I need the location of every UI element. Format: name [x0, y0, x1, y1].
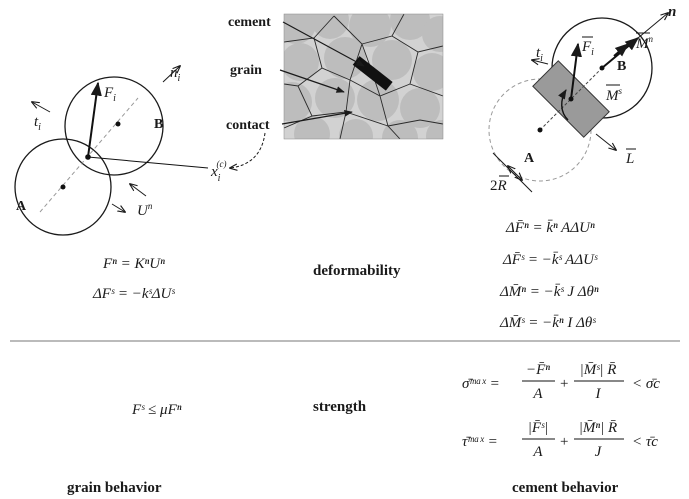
- grain-eq-1: Fⁿ = KⁿUⁿ: [102, 256, 165, 272]
- svg-text:|M̄ⁿ| R̄: |M̄ⁿ| R̄: [579, 420, 617, 436]
- svg-text:|M̄ˢ| R̄: |M̄ˢ| R̄: [580, 362, 617, 378]
- moment-n-label: Mn: [635, 34, 654, 52]
- cement-label: cement: [228, 15, 271, 30]
- contact-point-label: xi(c): [210, 159, 226, 184]
- contact-force-arrow: [87, 81, 102, 158]
- bond-force-arrow: [570, 42, 582, 100]
- length-label: L: [625, 151, 634, 167]
- moment-s-label: Ms: [605, 86, 623, 104]
- ball-b-label: B: [617, 59, 626, 74]
- svg-text:σ̄ᵐᵃˣ =: σ̄ᵐᵃˣ =: [462, 376, 500, 392]
- svg-text:< σ̄c: < σ̄c: [632, 376, 660, 392]
- radius-label: 2R: [490, 178, 507, 194]
- ball-a-label: A: [16, 199, 27, 214]
- force-label: Fi: [103, 85, 116, 104]
- disp-label: Un: [137, 201, 153, 219]
- ball-a: [14, 138, 112, 236]
- normal-label: n: [668, 4, 676, 20]
- cement-contact-diagram: A B n ti Fi Mn Ms L 2R: [488, 4, 676, 194]
- grain-eq-2: ΔFˢ = −kˢΔUˢ: [92, 286, 175, 302]
- svg-text:−F̄ⁿ: −F̄ⁿ: [526, 362, 550, 378]
- sigma-max-criterion: σ̄ᵐᵃˣ = −F̄ⁿ A + |M̄ˢ| R̄ I < σ̄c: [462, 362, 660, 402]
- ball-b-label: B: [154, 117, 163, 132]
- cement-eq-3: ΔM̄ⁿ = −k̄ˢ J Δθⁿ: [499, 284, 599, 300]
- micro-labels: cement grain contact: [226, 15, 365, 168]
- svg-text:+: +: [560, 434, 568, 450]
- svg-text:A: A: [532, 386, 543, 402]
- cement-eq-2: ΔF̄ˢ = −k̄ˢ AΔUˢ: [502, 252, 598, 268]
- svg-text:+: +: [560, 376, 568, 392]
- deformability-label: deformability: [313, 263, 401, 279]
- force-label: Fi: [581, 39, 594, 58]
- tangent-label: ti: [536, 45, 543, 64]
- grain-label: grain: [230, 63, 262, 78]
- svg-text:I: I: [595, 386, 602, 402]
- cement-eq-4: ΔM̄ˢ = −k̄ⁿ I Δθˢ: [499, 315, 596, 331]
- grain-contact-diagram: A B Fi ni ti xi(c) Un: [14, 65, 226, 236]
- cement-deformability-equations: ΔF̄ⁿ = k̄ⁿ AΔUⁿ ΔF̄ˢ = −k̄ˢ AΔUˢ ΔM̄ⁿ = …: [499, 220, 599, 331]
- strength-label: strength: [313, 399, 367, 415]
- grain-behavior-footer: grain behavior: [67, 480, 162, 496]
- svg-text:A: A: [532, 444, 543, 460]
- contact-label: contact: [226, 118, 270, 133]
- tau-max-criterion: τ̄ᵐᵃˣ = |F̄ˢ| A + |M̄ⁿ| R̄ J < τ̄c: [462, 420, 658, 460]
- tangent-label: ti: [34, 114, 41, 133]
- normal-label: ni: [170, 65, 181, 84]
- grain-strength-eq: Fˢ ≤ μFⁿ: [131, 402, 182, 418]
- ball-a-label: A: [524, 151, 535, 166]
- svg-text:J: J: [595, 444, 603, 460]
- grain-deformability-equations: Fⁿ = KⁿUⁿ ΔFˢ = −kˢΔUˢ: [92, 256, 175, 302]
- microstructure-panel: [283, 13, 444, 140]
- svg-text:|F̄ˢ|: |F̄ˢ|: [528, 420, 549, 436]
- svg-text:< τ̄c: < τ̄c: [632, 434, 658, 450]
- ball-b: [64, 76, 164, 176]
- svg-text:τ̄ᵐᵃˣ =: τ̄ᵐᵃˣ =: [462, 434, 498, 450]
- cement-behavior-footer: cement behavior: [512, 480, 619, 496]
- cement-eq-1: ΔF̄ⁿ = k̄ⁿ AΔUⁿ: [505, 220, 595, 236]
